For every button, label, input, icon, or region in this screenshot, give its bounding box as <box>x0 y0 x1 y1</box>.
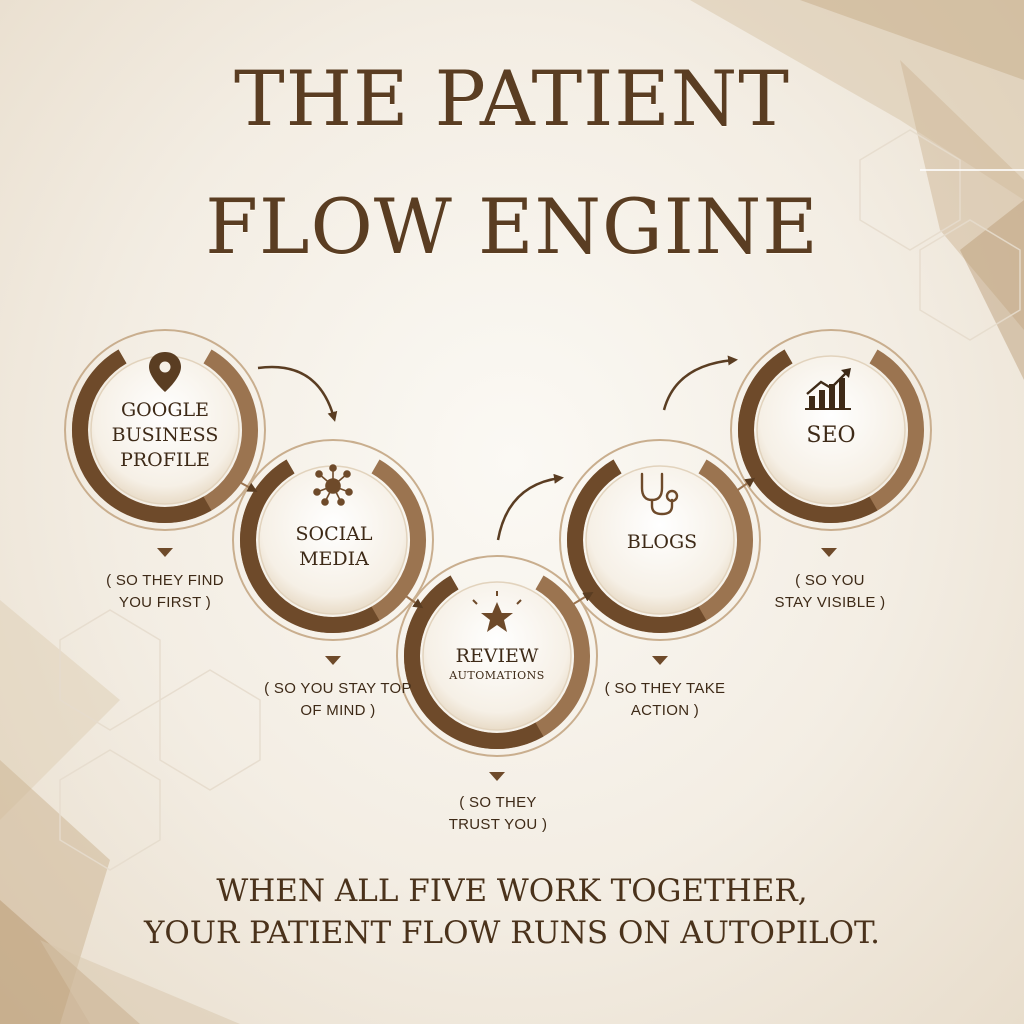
step-caption-1: ( SO THEY FIND YOU FIRST ) <box>70 570 260 614</box>
step-label-social-media: SOCIAL MEDIA <box>264 522 404 572</box>
pointer-triangle-1 <box>157 548 173 557</box>
step-1-label-line-3: PROFILE <box>120 449 210 471</box>
inner-disc <box>756 355 906 505</box>
arrow-link-2 <box>399 591 424 609</box>
step-2-label-line-2: MEDIA <box>299 548 369 570</box>
caption-3-line-2: TRUST YOU ) <box>448 816 548 833</box>
footer-line-2: YOUR PATIENT FLOW RUNS ON AUTOPILOT. <box>143 915 881 951</box>
growth-chart-icon <box>805 368 851 410</box>
step-caption-2: ( SO YOU STAY TOP OF MIND ) <box>220 678 456 722</box>
progress-ring-shade <box>404 575 544 749</box>
caption-1-line-2: YOU FIRST ) <box>118 594 212 611</box>
footer-tagline: WHEN ALL FIVE WORK TOGETHER, YOUR PATIEN… <box>0 870 1024 954</box>
step-node-google-business-profile <box>64 329 266 531</box>
caption-5-line-1: ( SO YOU <box>795 572 865 589</box>
page-title-line-1: THE PATIENT <box>234 54 790 143</box>
step-4-label-line-1: BLOGS <box>626 531 698 553</box>
step-node-social-media <box>232 439 434 641</box>
pointer-triangle-4 <box>652 656 668 665</box>
step-1-label-line-1: GOOGLE <box>121 399 209 421</box>
stethoscope-icon <box>640 472 679 516</box>
arrow-link-1 <box>231 477 258 492</box>
arrow-review-to-blogs <box>496 473 564 541</box>
pointer-triangle-3 <box>489 772 505 781</box>
step-3-label-sub: AUTOMATIONS <box>449 669 545 682</box>
footer-line-1: WHEN ALL FIVE WORK TOGETHER, <box>216 873 808 909</box>
caption-3-line-1: ( SO THEY <box>459 794 537 811</box>
caption-5-line-2: STAY VISIBLE ) <box>774 594 886 611</box>
arrow-gbp-to-social <box>257 365 338 422</box>
progress-ring-shade <box>567 459 707 633</box>
pointer-triangle-2 <box>325 656 341 665</box>
step-label-blogs: BLOGS <box>592 530 732 555</box>
inner-disc <box>585 465 735 615</box>
outer-ring <box>232 439 434 641</box>
step-label-seo: SEO <box>761 423 901 448</box>
step-5-label-line-1: SEO <box>806 423 856 448</box>
step-label-google-business-profile: GOOGLE BUSINESS PROFILE <box>93 398 237 473</box>
step-2-label-line-1: SOCIAL <box>295 523 373 545</box>
star-icon <box>472 591 522 632</box>
step-node-seo <box>730 329 932 531</box>
network-icon <box>313 464 353 506</box>
step-caption-5: ( SO YOU STAY VISIBLE ) <box>750 570 910 614</box>
page-title-line-2: FLOW ENGINE <box>205 182 819 271</box>
outer-ring <box>730 329 932 531</box>
step-caption-4: ( SO THEY TAKE ACTION ) <box>580 678 750 722</box>
inner-disc <box>422 581 572 731</box>
step-3-label-line-1: REVIEW <box>455 645 539 667</box>
caption-2-line-1: ( SO YOU STAY TOP <box>264 680 412 697</box>
arrow-link-4 <box>731 477 756 495</box>
progress-ring-shade <box>738 349 878 523</box>
caption-1-line-1: ( SO THEY FIND <box>106 572 224 589</box>
step-label-review-automations: REVIEW AUTOMATIONS <box>427 644 567 683</box>
outer-ring <box>559 439 761 641</box>
progress-ring-shade <box>240 459 380 633</box>
caption-4-line-1: ( SO THEY TAKE <box>604 680 726 697</box>
step-caption-3: ( SO THEY TRUST YOU ) <box>420 792 576 836</box>
pointer-triangle-5 <box>821 548 837 557</box>
arrow-blogs-to-seo <box>662 355 738 411</box>
outer-ring <box>396 555 598 757</box>
step-node-review-automations <box>396 555 598 757</box>
outer-ring <box>64 329 266 531</box>
step-1-label-line-2: BUSINESS <box>111 424 219 446</box>
step-node-blogs <box>559 439 761 641</box>
progress-ring-shade <box>72 349 212 523</box>
caption-4-line-2: ACTION ) <box>630 702 700 719</box>
arrow-link-3 <box>569 591 594 607</box>
location-pin-icon <box>149 352 181 392</box>
caption-2-line-2: OF MIND ) <box>300 702 376 719</box>
